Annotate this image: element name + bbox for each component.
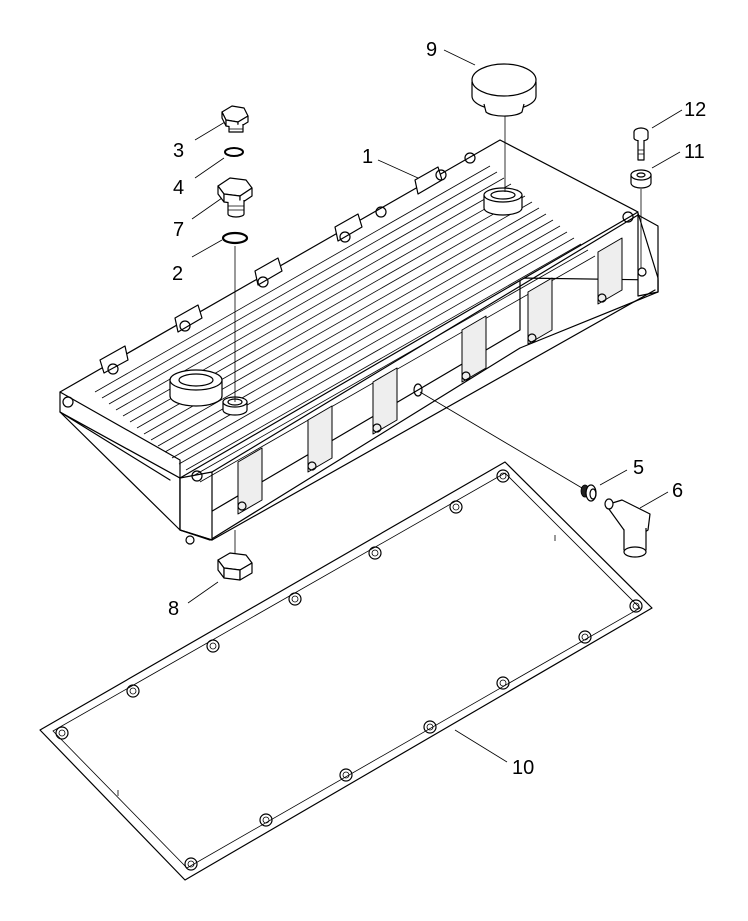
gasket-bolt-holes	[55, 469, 643, 871]
callout-8: 8	[168, 598, 179, 620]
cap-boss	[483, 187, 523, 216]
callout-9: 9	[426, 39, 437, 61]
cap-part-9	[471, 63, 537, 117]
cover-top-bosses	[62, 152, 634, 482]
gasket	[39, 461, 653, 881]
bolt-part-12	[633, 127, 649, 161]
fitting-part-5	[580, 484, 597, 502]
breather-port	[413, 383, 423, 397]
callout-12: 12	[684, 99, 706, 121]
bolt-part-3	[221, 105, 249, 133]
elbow-part-6	[604, 498, 651, 558]
o-ring-part-4	[224, 147, 244, 157]
callout-2: 2	[172, 263, 183, 285]
callout-6: 6	[672, 480, 683, 502]
callout-5: 5	[633, 457, 644, 479]
cover-side-pockets	[185, 237, 647, 545]
spacer-part-11	[630, 169, 652, 189]
plug-part-8	[217, 552, 253, 581]
callout-10: 10	[512, 757, 534, 779]
callout-4: 4	[173, 177, 184, 199]
callout-1: 1	[362, 146, 373, 168]
callout-7: 7	[173, 219, 184, 241]
assembly-lines	[187, 49, 683, 763]
valve-cover	[59, 139, 659, 545]
callout-labels: 1 2 3 4 5 6 7 8 9 10 11 12	[168, 39, 706, 779]
filler-boss	[169, 369, 223, 407]
callout-3: 3	[173, 140, 184, 162]
callout-11: 11	[684, 141, 705, 163]
o-ring-part-2	[221, 231, 249, 245]
plug-part-7	[217, 177, 253, 218]
